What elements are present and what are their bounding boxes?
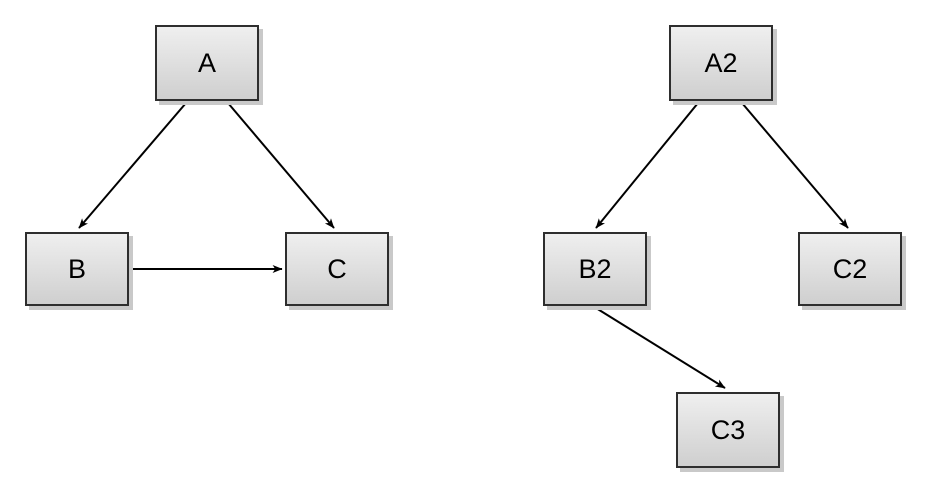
edge-a2-to-c2[interactable] [741,102,849,229]
edge-a2-to-b2[interactable] [595,102,699,229]
edge-b2-to-c3[interactable] [595,307,726,389]
node-a[interactable]: A [155,25,259,101]
edge-a-to-b[interactable] [78,102,187,229]
node-c3[interactable]: C3 [676,392,780,468]
node-label-c3: C3 [710,414,746,445]
node-label-a: A [197,47,216,78]
node-label-c: C [327,253,347,284]
node-label-c2: C2 [832,253,868,284]
node-c[interactable]: C [285,232,389,306]
node-label-b2: B2 [578,253,612,284]
node-b[interactable]: B [25,232,129,306]
node-b2[interactable]: B2 [543,232,647,306]
node-a2[interactable]: A2 [669,25,773,101]
node-label-b: B [67,253,86,284]
node-c2[interactable]: C2 [798,232,902,306]
edges-group [78,102,849,389]
node-label-a2: A2 [704,47,738,78]
edge-a-to-c[interactable] [227,102,335,229]
